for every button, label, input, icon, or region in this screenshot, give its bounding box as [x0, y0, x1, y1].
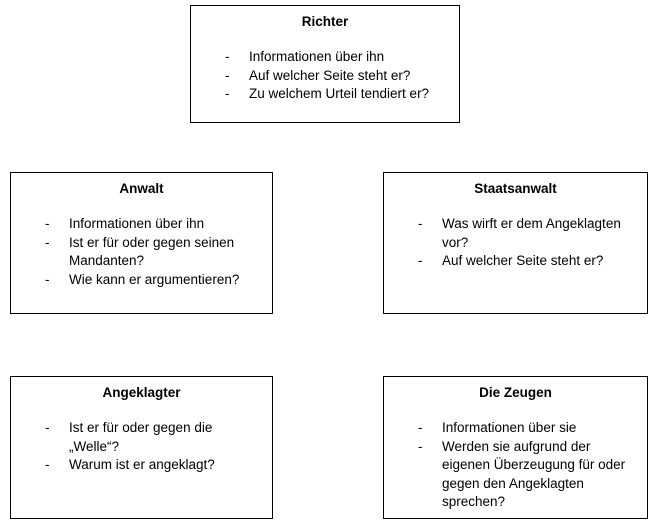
bullet-dash: - [225, 49, 230, 64]
bullet-dash: - [45, 420, 50, 435]
bullet-text: Ist er für oder gegen die „Welle“? [69, 420, 213, 454]
bullet-dash: - [418, 253, 423, 268]
box-staatsanwalt: Staatsanwalt - Was wirft er dem Angeklag… [383, 172, 648, 314]
list-item: - Ist er für oder gegen die „Welle“? [11, 419, 272, 456]
box-staatsanwalt-list: - Was wirft er dem Angeklagten vor? - Au… [384, 215, 647, 271]
box-angeklagter-list: - Ist er für oder gegen die „Welle“? - W… [11, 419, 272, 475]
bullet-text: Informationen über ihn [249, 49, 385, 64]
bullet-dash: - [45, 216, 50, 231]
box-richter-title: Richter [301, 14, 349, 29]
bullet-dash: - [45, 234, 50, 250]
bullet-dash: - [45, 271, 50, 287]
bullet-text: Was wirft er dem Angeklagten vor? [442, 216, 621, 250]
box-angeklagter: Angeklagter - Ist er für oder gegen die … [10, 376, 273, 519]
bullet-text: Werden sie aufgrund der eigenen Überzeug… [442, 438, 626, 510]
bullet-text: Warum ist er angeklagt? [69, 457, 215, 472]
list-item: - Warum ist er angeklagt? [11, 456, 272, 475]
bullet-dash: - [418, 216, 423, 231]
list-item: - Zu welchem Urteil tendiert er? [191, 85, 459, 104]
bullet-dash: - [225, 86, 230, 101]
box-anwalt-title: Anwalt [119, 181, 164, 196]
bullet-dash: - [418, 438, 423, 454]
bullet-text: Ist er für oder gegen seinen Mandanten? [69, 234, 235, 269]
bullet-text: Zu welchem Urteil tendiert er? [249, 86, 430, 101]
box-zeugen: Die Zeugen - Informationen über sie - We… [383, 376, 648, 519]
bullet-text: Auf welcher Seite steht er? [442, 253, 604, 268]
list-item: - Werden sie aufgrund der eigenen Überze… [384, 438, 647, 512]
bullet-dash: - [225, 67, 230, 83]
list-item: - Ist er für oder gegen seinen Mandanten… [11, 234, 272, 271]
box-anwalt: Anwalt - Informationen über ihn - Ist er… [10, 172, 273, 314]
box-richter-list: - Informationen über ihn - Auf welcher S… [191, 48, 459, 104]
box-angeklagter-title: Angeklagter [102, 385, 181, 400]
box-zeugen-title: Die Zeugen [479, 385, 552, 400]
bullet-dash: - [45, 457, 50, 472]
list-item: - Auf welcher Seite steht er? [191, 67, 459, 86]
box-staatsanwalt-title: Staatsanwalt [474, 181, 557, 196]
bullet-text: Informationen über sie [442, 420, 577, 435]
box-richter: Richter - Informationen über ihn - Auf w… [190, 5, 460, 123]
bullet-text: Wie kann er argumentieren? [69, 271, 240, 287]
box-anwalt-list: - Informationen über ihn - Ist er für od… [11, 215, 272, 289]
list-item: - Informationen über sie [384, 419, 647, 438]
list-item: - Informationen über ihn [11, 215, 272, 234]
bullet-dash: - [418, 420, 423, 435]
list-item: - Wie kann er argumentieren? [11, 271, 272, 290]
bullet-text: Informationen über ihn [69, 216, 205, 231]
box-zeugen-list: - Informationen über sie - Werden sie au… [384, 419, 647, 512]
bullet-text: Auf welcher Seite steht er? [249, 67, 411, 83]
list-item: - Was wirft er dem Angeklagten vor? [384, 215, 647, 252]
list-item: - Auf welcher Seite steht er? [384, 252, 647, 271]
list-item: - Informationen über ihn [191, 48, 459, 67]
